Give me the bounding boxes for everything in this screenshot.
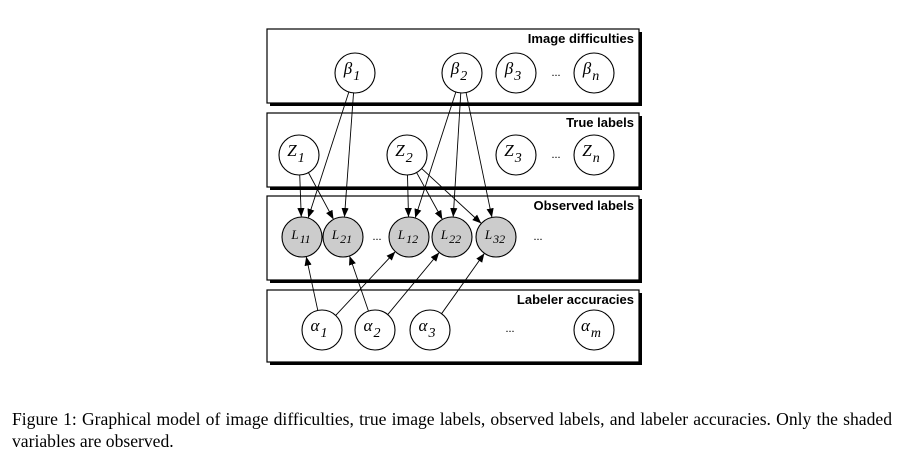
edge-a3-l32 <box>441 253 485 314</box>
node-circle <box>386 134 428 176</box>
node-zn: Zn <box>573 134 615 176</box>
node-b2: β2 <box>441 52 483 94</box>
edge-b1-l21 <box>341 92 354 218</box>
ellipsis: ... <box>506 321 515 335</box>
edge-a2-l22 <box>387 252 440 315</box>
node-symbol: L22 <box>440 227 461 246</box>
node-l12: L12 <box>388 216 430 258</box>
plate-true: True labels <box>266 112 642 190</box>
node-circle <box>334 52 376 94</box>
node-subscript: 1 <box>320 326 327 341</box>
node-subscript: n <box>592 69 599 84</box>
edge-a1-l11 <box>304 256 319 311</box>
plate-label: True labels <box>566 115 634 130</box>
edge-b1-l11 <box>307 91 350 218</box>
node-subscript: 3 <box>513 69 521 84</box>
node-circle <box>409 309 451 351</box>
figure-caption: Figure 1: Graphical model of image diffi… <box>12 409 892 451</box>
ellipsis: ... <box>552 65 561 79</box>
ellipsis: ... <box>534 229 543 243</box>
node-subscript: 3 <box>427 326 435 341</box>
node-subscript: 21 <box>340 232 352 246</box>
node-subscript: 22 <box>449 232 461 246</box>
node-b3: β3 <box>495 52 537 94</box>
edge-b2-l32 <box>465 92 494 218</box>
node-circle <box>431 216 473 258</box>
edge-z2-l32 <box>421 168 482 224</box>
ellipsis-layer: ............... <box>373 65 561 335</box>
node-a3: α3 <box>409 309 451 351</box>
node-circle <box>573 309 615 351</box>
node-subscript: 3 <box>514 151 522 166</box>
node-subscript: m <box>591 326 601 341</box>
node-circle <box>388 216 430 258</box>
node-subscript: 2 <box>460 69 467 84</box>
node-subscript: 32 <box>492 232 505 246</box>
node-symbol: L32 <box>484 227 505 246</box>
edge-b2-l22 <box>450 92 462 217</box>
node-am: αm <box>573 309 615 351</box>
node-circle <box>495 52 537 94</box>
node-bn: βn <box>573 52 615 94</box>
node-circle <box>573 134 615 176</box>
node-l22: L22 <box>431 216 473 258</box>
node-subscript: 1 <box>298 151 305 166</box>
node-l32: L32 <box>475 216 517 258</box>
node-a1: α1 <box>301 309 343 351</box>
ellipsis: ... <box>552 147 561 161</box>
edge-z2-l12 <box>404 174 412 217</box>
node-symbol: L21 <box>331 227 352 246</box>
node-z3: Z3 <box>495 134 537 176</box>
node-circle <box>495 134 537 176</box>
node-circle <box>475 216 517 258</box>
node-l11: L11 <box>281 216 323 258</box>
node-symbol: L12 <box>397 227 418 246</box>
edges-layer <box>297 91 494 316</box>
node-circle <box>278 134 320 176</box>
node-b1: β1 <box>334 52 376 94</box>
node-l21: L21 <box>322 216 364 258</box>
node-circle <box>301 309 343 351</box>
node-circle <box>441 52 483 94</box>
ellipsis: ... <box>373 229 382 243</box>
node-subscript: 1 <box>353 69 360 84</box>
edge-b2-l12 <box>414 91 457 218</box>
plate-label: Observed labels <box>534 198 634 213</box>
plate-label: Labeler accuracies <box>517 292 634 307</box>
node-a2: α2 <box>354 309 396 351</box>
node-subscript: 11 <box>300 232 311 246</box>
edge-z1-l11 <box>297 174 305 217</box>
edge-z1-l21 <box>308 172 334 220</box>
edge-z2-l22 <box>416 172 443 220</box>
node-subscript: 2 <box>373 326 380 341</box>
node-subscript: n <box>593 151 600 166</box>
node-subscript: 12 <box>406 232 418 246</box>
edge-a1-l12 <box>335 251 396 316</box>
node-circle <box>281 216 323 258</box>
edge-a2-l21 <box>349 255 369 312</box>
node-circle <box>573 52 615 94</box>
plate-label: Image difficulties <box>528 31 634 46</box>
node-circle <box>322 216 364 258</box>
node-z1: Z1 <box>278 134 320 176</box>
node-z2: Z2 <box>386 134 428 176</box>
node-subscript: 2 <box>406 151 413 166</box>
node-symbol: L11 <box>290 227 310 246</box>
node-circle <box>354 309 396 351</box>
